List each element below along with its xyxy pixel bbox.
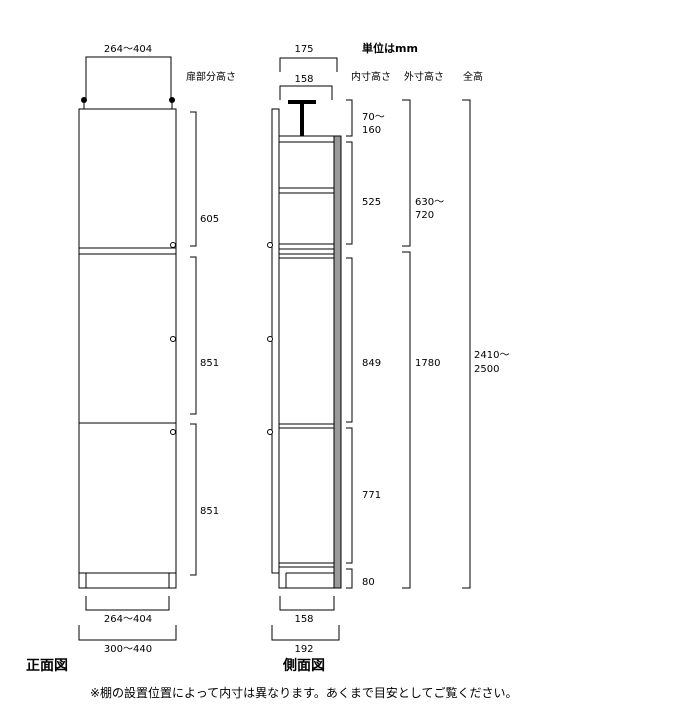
door-height-dimensions: 605 851 851 — [190, 111, 219, 576]
side-view-caption: 側面図 — [282, 657, 325, 674]
inner-height-4: 771 — [362, 490, 381, 501]
front-view-caption: 正面図 — [26, 658, 68, 674]
anchor-pin-right — [169, 97, 175, 103]
front-bottom-outer-width: 300～440 — [104, 644, 152, 655]
door-knob-icon — [170, 242, 176, 248]
inner-height-1a: 70～ — [362, 112, 385, 123]
outer-height-header: 外寸高さ — [404, 70, 444, 83]
inner-height-header: 内寸高さ — [351, 70, 391, 83]
total-height-a: 2410～ — [474, 350, 509, 361]
front-view: 264～404 扉部分高さ 605 851 8 — [26, 44, 236, 674]
side-bottom-outer: 192 — [294, 644, 313, 655]
front-bottom-width-dimensions: 264～404 300～440 — [78, 596, 177, 655]
unit-label: 単位はmm — [362, 41, 418, 55]
side-shelves — [279, 141, 334, 588]
inner-height-1b: 160 — [362, 125, 381, 136]
footnote: ※棚の設置位置によって内寸は異なります。あくまで目安としてご覧ください。 — [90, 685, 518, 700]
outer-height-2: 1780 — [415, 358, 440, 369]
side-bottom-dimensions: 158 192 — [271, 596, 340, 655]
door-knob-icon — [170, 429, 176, 435]
tension-rod — [288, 100, 316, 136]
outer-height-dimensions: 630～ 720 1780 — [402, 99, 444, 589]
side-bottom-inner: 158 — [294, 614, 313, 625]
side-back-panel — [333, 135, 342, 589]
side-door-panel — [271, 108, 280, 574]
front-cabinet-outline — [78, 108, 177, 589]
anchor-pin-left — [81, 97, 87, 103]
door-height-header: 扉部分高さ — [186, 70, 236, 83]
total-height-b: 2500 — [474, 364, 499, 375]
anchor-pins — [81, 97, 175, 110]
hinge-icon — [267, 242, 273, 248]
inner-height-5: 80 — [362, 577, 375, 588]
side-view: 単位はmm 175 158 内寸高さ 外寸高さ 全高 — [267, 41, 509, 674]
side-top-outer: 175 — [294, 44, 313, 55]
door-height-3: 851 — [200, 506, 219, 517]
front-top-width-label: 264～404 — [104, 44, 152, 55]
side-top-inner: 158 — [294, 74, 313, 85]
hinge-icon — [267, 429, 273, 435]
door-knob-icon — [170, 336, 176, 342]
side-top-dimensions: 175 158 — [279, 44, 338, 100]
inner-height-dimensions: 70～ 160 525 849 771 80 — [346, 99, 385, 589]
front-top-width-dimension: 264～404 — [85, 44, 172, 100]
outer-height-1a: 630～ — [415, 197, 444, 208]
side-cabinet-body — [278, 135, 335, 589]
hinge-icon — [267, 336, 273, 342]
outer-height-1b: 720 — [415, 210, 434, 221]
door-height-1: 605 — [200, 214, 219, 225]
total-height-dimension: 2410～ 2500 — [462, 99, 509, 589]
inner-height-3: 849 — [362, 358, 381, 369]
door-height-2: 851 — [200, 358, 219, 369]
front-bottom-inner-width: 264～404 — [104, 614, 152, 625]
inner-height-2: 525 — [362, 197, 381, 208]
total-height-header: 全高 — [463, 70, 483, 83]
